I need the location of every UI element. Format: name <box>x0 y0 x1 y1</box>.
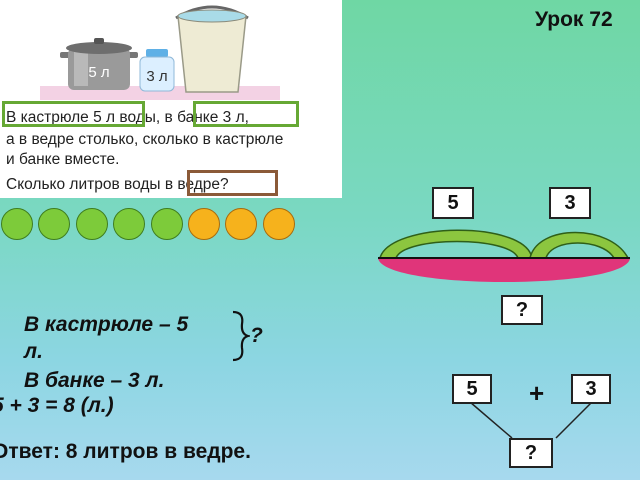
counter-circle-green <box>75 208 108 240</box>
note-line-2: В банке – 3 л. <box>24 369 165 392</box>
counter-circle-orange <box>188 208 220 240</box>
brace <box>232 310 250 362</box>
note-line-1-b: л. <box>24 340 43 363</box>
brace-question: ? <box>250 324 263 347</box>
counter-circle-green <box>150 208 183 240</box>
problem-line-2: а в ведре столько, сколько в кастрюле <box>6 131 284 148</box>
counter-circle-green <box>1 208 33 240</box>
pot-highlight <box>2 101 145 127</box>
tree-lines <box>469 401 593 439</box>
counter-circle-orange <box>262 208 295 240</box>
tree-operator: + <box>529 378 545 408</box>
jar-image <box>139 49 175 92</box>
arc-left-value: 5 <box>432 187 474 219</box>
lesson-title: Урок 72 <box>535 8 613 31</box>
question-highlight <box>187 170 278 196</box>
counter-circle-green <box>38 208 71 240</box>
problem-line-1: В кастрюле 5 л воды, в банке 3 л, <box>6 109 249 126</box>
counter-circle-green <box>113 208 146 240</box>
arc-part-right <box>529 231 630 259</box>
jar-highlight <box>193 101 299 127</box>
tree-result: ? <box>509 438 553 468</box>
problem-line-4: Сколько литров воды в ведре? <box>6 176 229 193</box>
pot-volume-label: 5 л <box>88 64 109 81</box>
note-line-1-a: В кастрюле – 5 <box>24 313 189 336</box>
arc-part-left <box>379 229 533 259</box>
arc-whole <box>378 258 630 282</box>
answer: Ответ: 8 литров в ведре. <box>0 440 251 463</box>
counter-circle-orange <box>225 208 258 240</box>
tree-left-value: 5 <box>452 374 492 404</box>
expression: 5 + 3 = 8 (л.) <box>0 394 114 417</box>
vessels-illustration: 5 л 3 л <box>40 5 280 100</box>
arc-total: ? <box>501 295 543 325</box>
problem-card: 5 л 3 л В кастрюле 5 л воды, в банке 3 л… <box>0 0 342 198</box>
jar-volume-label: 3 л <box>146 68 167 85</box>
tree-right-value: 3 <box>571 374 611 404</box>
problem-line-3: и банке вместе. <box>6 151 120 168</box>
arc-diagram <box>378 229 630 282</box>
pot-image <box>60 38 138 90</box>
bucket-image <box>175 5 249 93</box>
arc-right-value: 3 <box>549 187 591 219</box>
